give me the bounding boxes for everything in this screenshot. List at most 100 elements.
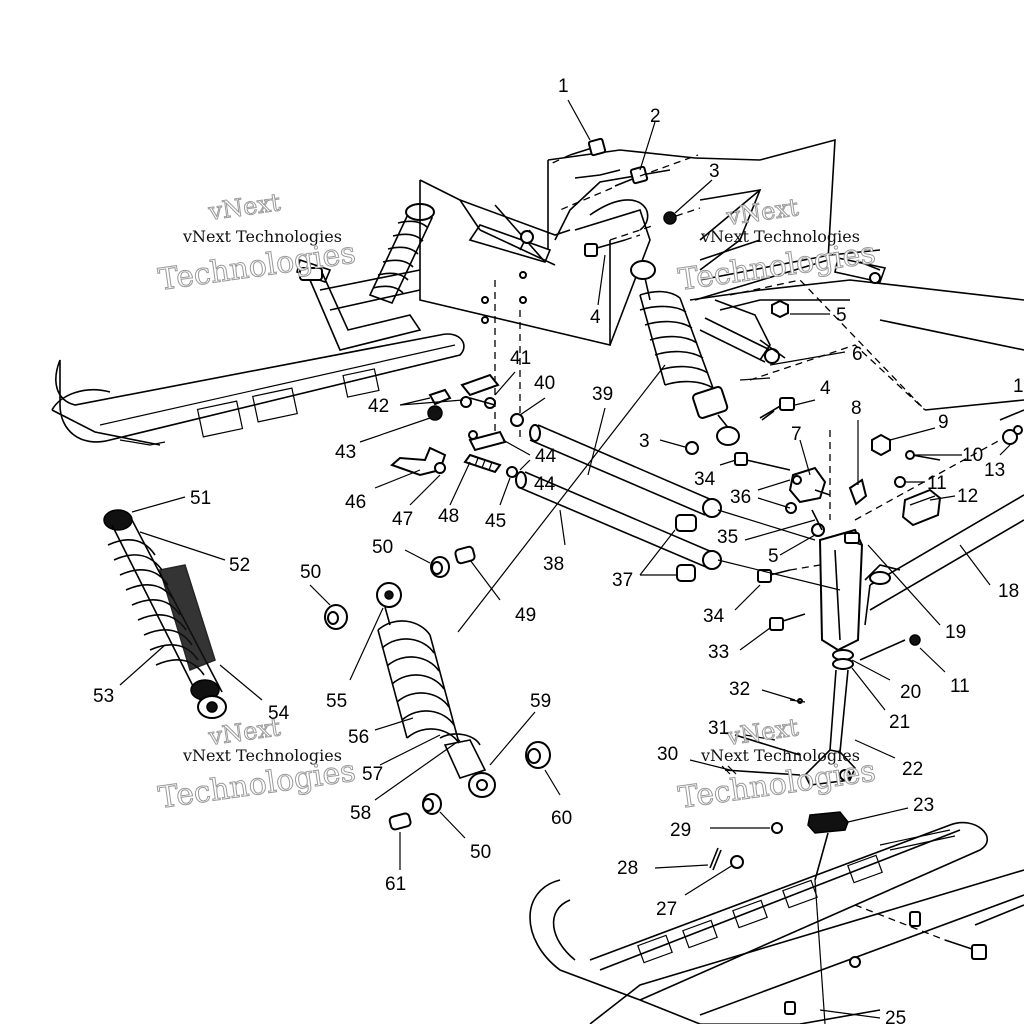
right-frame-plate [689,138,1024,411]
nut-9 [871,433,891,457]
spindle-lower [814,832,829,881]
shock-axis-line [457,364,666,633]
pin-10 [905,450,941,461]
callout-label: 51 [190,488,211,509]
callout-label: 59 [530,691,551,712]
callout-label: 3 [709,161,720,182]
block-23 [807,811,849,834]
bushings-37 [675,514,697,582]
callout-label: 56 [348,727,369,748]
watermark-top-right: vNext vNext Technologies Technologies [676,193,878,299]
rod-38 [515,471,722,570]
callout-label: 32 [729,679,750,700]
callout-label: 44 [535,446,557,467]
bolt-2 [559,154,699,211]
callout-label: 3 [639,431,650,452]
bolt-34-top [734,452,791,471]
nut-5 [771,299,789,319]
callout-label: 10 [962,445,983,466]
leader-lines [119,99,1011,1025]
callout-label: 36 [730,487,751,508]
callout-label: 52 [229,555,250,576]
watermark-small: vNext Technologies [182,227,342,246]
callout-label: 35 [717,527,738,548]
plate-44 [468,430,507,452]
nut-11-lower [909,634,921,646]
nut-29 [771,822,783,834]
callout-label: 54 [268,703,290,724]
callout-label: 19 [945,622,966,643]
callout-label: 41 [510,348,531,369]
bushing-50-upper [430,556,450,578]
callout-label: 2 [650,106,661,127]
block-12 [901,488,942,527]
callout-label: 42 [368,396,389,417]
callout-label: 8 [851,398,862,419]
callout-label: 46 [345,492,366,513]
callout-label: 20 [900,682,921,703]
callout-label: 7 [791,424,802,445]
frame-bracket [419,149,696,440]
link-35 [811,509,823,531]
callout-label: 58 [350,803,371,824]
upper-left-shock [296,203,435,351]
rod-30-end [721,765,737,775]
callout-label: 4 [590,307,601,328]
callout-label: 27 [656,899,677,920]
callout-label: 1 [558,76,569,97]
callout-label: 12 [957,486,978,507]
callout-label: 11 [927,473,947,494]
nut-3-mid [685,441,699,455]
rod-30 [724,769,801,776]
nut-3-top [663,207,701,225]
callout-label: 40 [534,373,555,394]
nut-43 [427,405,443,421]
callout-label: 29 [670,820,691,841]
shock-assembly-51-54 [103,509,227,719]
spindle-shaft-22 [804,669,856,786]
callout-label: 50 [372,537,393,558]
callout-labels: 1 2 3 4 5 6 4 3 7 8 9 10 11 12 1 13 34 3… [93,76,1024,1029]
callout-label: 47 [392,509,413,530]
watermark-small: vNext Technologies [700,746,860,765]
washer-13 [999,409,1024,445]
shock-assembly-55-58 [376,582,496,798]
callout-label: 31 [708,718,729,739]
callout-label: 57 [362,764,383,785]
callout-label: 39 [592,384,613,405]
rod-39-line [717,509,816,541]
bolt-33 [769,613,806,631]
sleeve-49 [454,545,476,565]
bolt-1 [547,137,607,166]
callout-label: 13 [984,460,1005,481]
callout-label: 61 [385,874,406,895]
callout-label: 18 [998,581,1019,602]
rod-38-line [717,559,841,591]
small-pin [739,377,771,381]
washers-20-21 [832,649,854,670]
watermark-small: vNext Technologies [182,746,342,765]
watermark-bottom-left: vNext vNext Technologies Technologies [156,713,358,817]
callout-label: 4 [820,378,831,399]
nut-11-top [894,476,906,488]
callout-label: 60 [551,808,572,829]
nut-45 [506,466,518,478]
nut-36-35 [785,502,825,537]
rod-31 [734,734,801,756]
bracket-7 [788,466,831,504]
bushing-50-left [324,604,348,630]
callout-label: 28 [617,858,638,879]
callout-label: 21 [889,712,910,733]
callout-label: 6 [852,344,863,365]
spindle-19 [818,528,864,652]
plates-41-42 [428,373,500,409]
bolt-34-lower [757,564,821,583]
frame-rail-18 [854,439,1024,661]
callout-label: 5 [768,546,779,567]
callout-label: 43 [335,442,356,463]
upper-left-ski [51,333,465,446]
lower-right-ski [529,821,1024,1025]
bushing-60 [525,741,551,769]
watermark-top-left: vNext vNext Technologies Technologies [156,188,358,299]
